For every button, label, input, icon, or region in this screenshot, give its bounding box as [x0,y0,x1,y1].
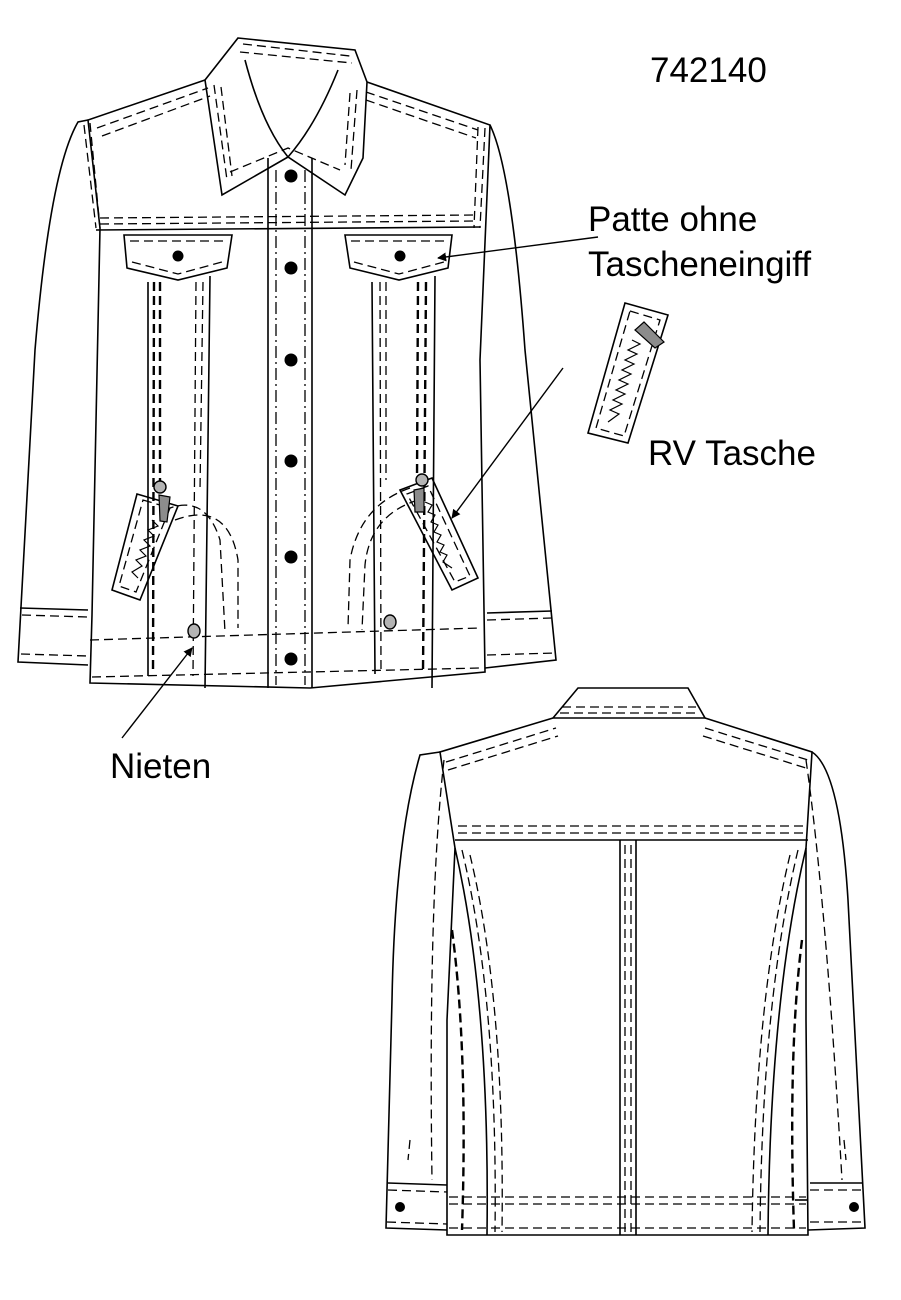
front-left-sleeve [17,119,89,666]
arrow-flap [437,236,599,262]
arrow-rivet [121,647,193,739]
front-buttons [284,169,298,666]
zip-pocket-right [398,473,480,592]
jacket-front [17,37,557,689]
zip-pocket-detail [587,302,670,444]
chest-flap-right [344,234,453,281]
label-rivets: Nieten [110,747,212,786]
front-right-sleeve [484,124,557,669]
label-zip-pocket: RV Tasche [648,434,816,473]
rivet-left [187,623,201,639]
model-number: 742140 [650,51,767,90]
back-right-sleeve [807,751,866,1231]
label-flap-line2: Tascheneingiff [588,245,812,284]
label-flap-line1: Patte ohne [588,200,758,239]
zip-pocket-left [111,480,180,602]
rivet-right [383,614,397,630]
front-body-outline [87,79,491,689]
back-body-outline [439,717,813,1236]
back-collar [551,687,707,719]
jacket-back [385,687,866,1236]
arrow-zip-pocket [451,367,564,519]
chest-flap-left [123,234,233,281]
back-left-sleeve [385,751,448,1231]
front-collar [204,37,368,197]
